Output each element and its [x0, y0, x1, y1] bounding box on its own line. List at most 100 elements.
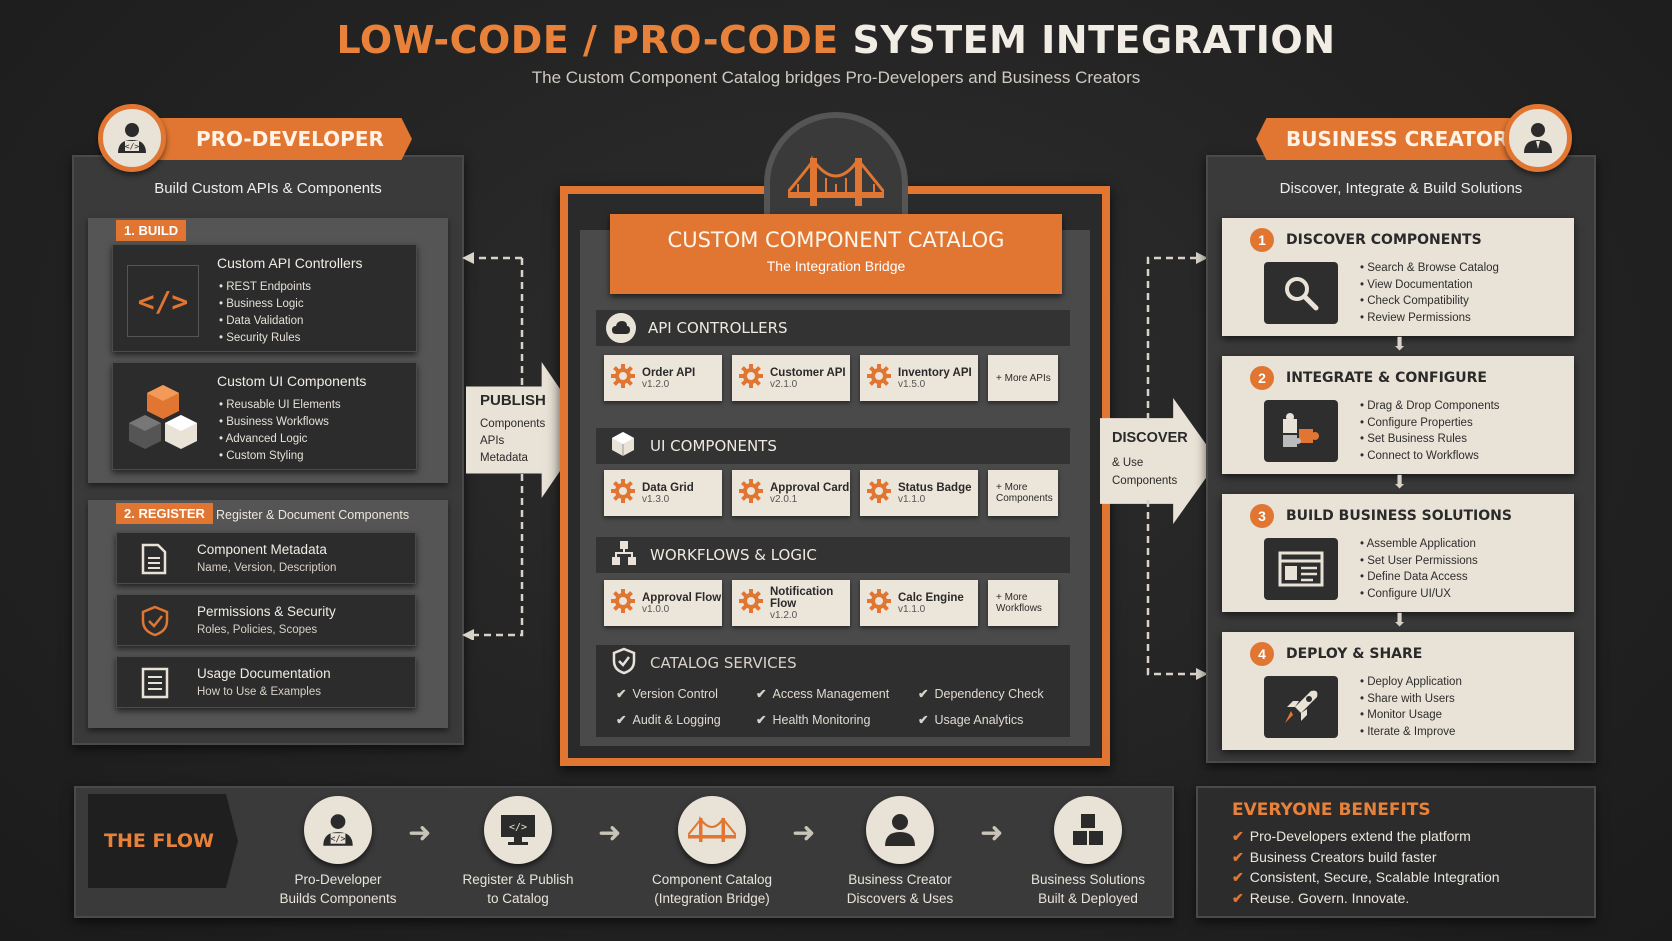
chip-version: v1.0.0 — [642, 603, 670, 615]
benefit-item: ✔Business Creators build faster — [1232, 848, 1437, 865]
catalog-subtitle: The Integration Bridge — [766, 258, 906, 274]
catalog-title-banner: CUSTOM COMPONENT CATALOG The Integration… — [610, 214, 1062, 294]
ui-components-section-title: UI COMPONENTS — [650, 437, 777, 455]
workflows-section-title: WORKFLOWS & LOGIC — [650, 546, 817, 564]
chip-version: v2.1.0 — [770, 378, 798, 390]
app-window-icon — [1264, 538, 1338, 600]
step-number: 4 — [1250, 642, 1274, 666]
chip-name: Notification Flow — [770, 585, 834, 610]
discover-connector-lines — [1146, 252, 1208, 680]
gear-icon — [610, 478, 636, 509]
puzzle-icon — [1264, 400, 1338, 462]
api-controllers-card: </> Custom API Controllers REST Endpoint… — [112, 244, 417, 352]
ui-components-title: Custom UI Components — [217, 373, 367, 389]
chip-name: Approval Card — [770, 481, 850, 494]
business-creator-banner: BUSINESS CREATOR — [1256, 118, 1518, 160]
chip-name: Data Grid — [642, 481, 694, 494]
publish-connector-lines — [462, 252, 524, 640]
catalog-title: CUSTOM COMPONENT CATALOG — [667, 228, 1005, 252]
more-chip-label: + More — [996, 482, 1028, 493]
usage-doc-card: Usage Documentation How to Use & Example… — [116, 656, 416, 708]
title-white: SYSTEM INTEGRATION — [852, 18, 1336, 62]
chip-name: Status Badge — [898, 481, 972, 494]
chip-name: Calc Engine — [898, 591, 964, 604]
pro-developer-tagline: Build Custom APIs & Components — [154, 180, 382, 197]
chip-name: Approval Flow — [642, 591, 722, 604]
cloud-api-icon — [606, 313, 636, 343]
chevron-right-icon: ➜ — [792, 817, 816, 848]
api-controllers-section-head: API CONTROLLERS — [596, 310, 1070, 346]
developer-icon: </> — [304, 796, 372, 864]
more-chip[interactable]: + More APIs — [988, 355, 1058, 401]
usage-doc-title: Usage Documentation — [197, 666, 331, 681]
page-subtitle: The Custom Component Catalog bridges Pro… — [531, 68, 1141, 87]
pro-developer-banner-label: PRO-DEVELOPER — [196, 127, 384, 151]
list-doc-icon — [141, 667, 169, 704]
gear-icon — [610, 363, 636, 394]
page-title: LOW-CODE / PRO-CODE SYSTEM INTEGRATION — [0, 18, 1672, 62]
bridge-arch — [764, 112, 908, 222]
benefits-title: EVERYONE BENEFITS — [1232, 800, 1431, 820]
step-discover: 1 DISCOVER COMPONENTS Search & Browse Ca… — [1222, 218, 1574, 336]
gear-icon — [738, 478, 764, 509]
step-title: BUILD BUSINESS SOLUTIONS — [1286, 508, 1512, 524]
chevron-right-icon: ➜ — [980, 817, 1004, 848]
gear-icon — [610, 588, 636, 619]
step-title: DISCOVER COMPONENTS — [1286, 232, 1482, 248]
step-arrow-icon: ⬇ — [1392, 334, 1408, 354]
svg-text:</>: </> — [509, 822, 527, 833]
stacked-cubes-icon — [1054, 796, 1122, 864]
chip-version: v1.2.0 — [642, 378, 670, 390]
bridge-icon — [678, 796, 746, 864]
step-number: 3 — [1250, 504, 1274, 528]
chip-version: v1.1.0 — [898, 603, 926, 615]
step-bullets: Drag & Drop ComponentsConfigure Properti… — [1360, 398, 1499, 464]
flow-label: THE FLOW — [104, 830, 214, 852]
step-title: INTEGRATE & CONFIGURE — [1286, 370, 1487, 386]
step-number: 2 — [1250, 366, 1274, 390]
benefits-list: ✔Pro-Developers extend the platform ✔Bus… — [1232, 826, 1500, 908]
business-creator-tagline: Discover, Integrate & Build Solutions — [1279, 180, 1523, 197]
chip-version: v1.5.0 — [898, 378, 926, 390]
benefit-item: ✔Reuse. Govern. Innovate. — [1232, 889, 1410, 906]
service-item: ✔Dependency Check — [918, 687, 1044, 701]
business-avatar-icon — [1504, 104, 1572, 172]
step-deploy: 4 DEPLOY & SHARE Deploy ApplicationShare… — [1222, 632, 1574, 750]
cubes-icon — [123, 377, 203, 457]
chevron-right-icon: ➜ — [408, 817, 432, 848]
svg-text:</>: </> — [330, 834, 345, 844]
rocket-icon — [1264, 676, 1338, 738]
register-desc: Register & Document Components — [216, 508, 410, 522]
gear-icon — [866, 478, 892, 509]
gear-icon — [738, 588, 764, 619]
build-tag: 1. BUILD — [116, 220, 187, 241]
discover-items: & Use Components — [1112, 457, 1178, 487]
step-number: 1 — [1250, 228, 1274, 252]
business-creator-banner-label: BUSINESS CREATOR — [1286, 127, 1509, 151]
chip-version: v1.2.0 — [770, 609, 798, 621]
bridge-icon — [788, 155, 884, 206]
code-icon: </> — [127, 265, 199, 337]
more-chip-label: + More — [996, 592, 1028, 603]
benefits-panel — [1196, 786, 1596, 918]
permissions-desc: Roles, Policies, Scopes — [197, 624, 318, 636]
benefit-item: ✔Consistent, Secure, Scalable Integratio… — [1232, 869, 1500, 885]
step-build: 3 BUILD BUSINESS SOLUTIONS Assemble Appl… — [1222, 494, 1574, 612]
ui-components-bullets: Reusable UI Elements Business Workflows … — [219, 397, 341, 465]
step-arrow-icon: ⬇ — [1392, 472, 1408, 492]
